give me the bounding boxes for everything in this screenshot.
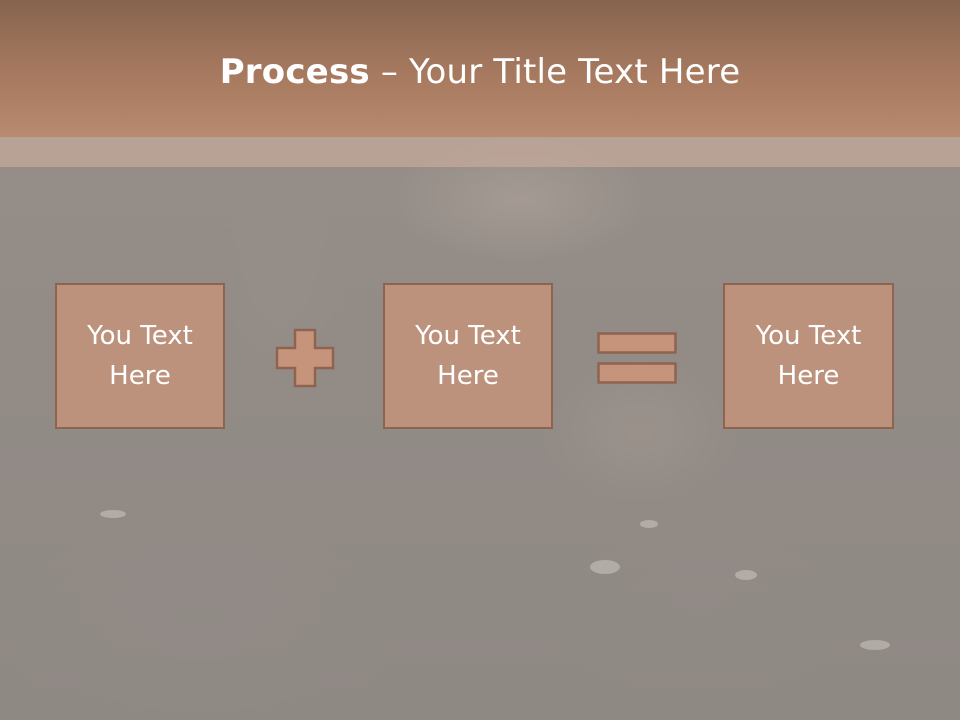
process-box-2: You Text Here xyxy=(383,283,553,429)
title-rest-part: – Your Title Text Here xyxy=(369,52,741,92)
water-glint xyxy=(100,510,126,518)
process-box-1-label: You Text Here xyxy=(87,321,193,391)
water-glint xyxy=(590,560,620,574)
title-bold-part: Process xyxy=(219,52,370,92)
title-header-band xyxy=(0,0,960,137)
process-box-3: You Text Here xyxy=(723,283,894,429)
process-box-1: You Text Here xyxy=(55,283,225,429)
plus-icon xyxy=(275,328,335,388)
water-glint xyxy=(735,570,757,580)
process-box-2-label: You Text Here xyxy=(415,321,521,391)
equals-icon xyxy=(597,332,677,384)
header-accent-strip xyxy=(0,137,960,167)
slide-title: Process – Your Title Text Here xyxy=(0,52,960,92)
process-box-3-label: You Text Here xyxy=(755,321,862,391)
water-glint xyxy=(860,640,890,650)
water-glint xyxy=(640,520,658,528)
